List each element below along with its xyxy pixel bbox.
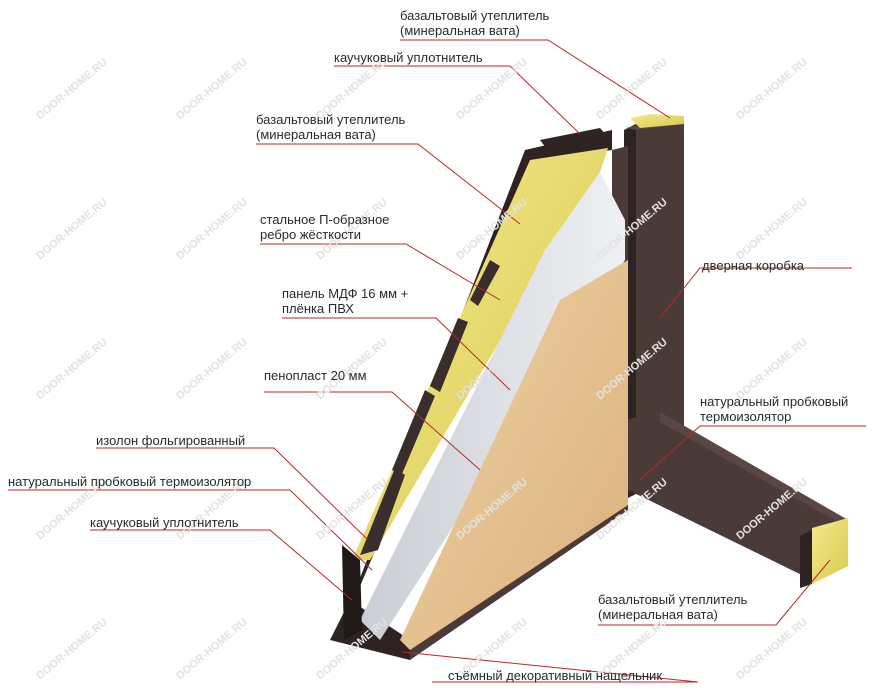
label-steel-rib: стальное П-образное ребро жёсткости	[260, 212, 389, 242]
label-trim: съёмный декоративный нащельник	[448, 668, 662, 683]
label-mdf-line1: панель МДФ 16 мм +	[282, 286, 409, 301]
label-cork-left: натуральный пробковый термоизолятор	[8, 474, 251, 489]
label-bottom-basalt-line1: базальтовый утеплитель	[598, 592, 748, 607]
label-rubber-left-text: каучуковый уплотнитель	[90, 515, 239, 530]
label-door-frame: дверная коробка	[702, 258, 804, 273]
label-foam: пенопласт 20 мм	[264, 368, 367, 383]
watermark-text: DOOR-HOME.RU	[734, 56, 810, 122]
label-top-basalt: базальтовый утеплитель (минеральная вата…	[400, 8, 549, 38]
watermark-text: DOOR-HOME.RU	[174, 56, 250, 122]
watermark-text: DOOR-HOME.RU	[174, 616, 250, 682]
label-cork-right-line2: термоизолятор	[700, 409, 792, 424]
label-top-basalt-line1: базальтовый утеплитель	[400, 8, 550, 23]
label-cork-left-text: натуральный пробковый термоизолятор	[8, 474, 252, 489]
label-izolon: изолон фольгированный	[96, 433, 245, 448]
label-cork-right-line1: натуральный пробковый	[700, 394, 849, 409]
label-izolon-text: изолон фольгированный	[96, 433, 246, 448]
watermark-text: DOOR-HOME.RU	[734, 196, 810, 262]
label-door-frame-text: дверная коробка	[702, 258, 805, 273]
label-top-basalt-line2: (минеральная вата)	[400, 23, 520, 38]
watermark-text: DOOR-HOME.RU	[734, 336, 810, 402]
leader-lines	[8, 39, 866, 683]
watermark-text: DOOR-HOME.RU	[174, 336, 250, 402]
label-top-rubber-seal: каучуковый уплотнитель	[334, 50, 483, 65]
label-trim-text: съёмный декоративный нащельник	[448, 668, 663, 683]
watermark-text: DOOR-HOME.RU	[594, 56, 670, 122]
label-foam-text: пенопласт 20 мм	[264, 368, 367, 383]
label-steel-rib-line2: ребро жёсткости	[260, 227, 361, 242]
watermark-text: DOOR-HOME.RU	[34, 616, 110, 682]
watermark-text: DOOR-HOME.RU	[734, 616, 810, 682]
label-bottom-basalt-line2: (минеральная вата)	[598, 607, 718, 622]
label-top-rubber-seal-text: каучуковый уплотнитель	[334, 50, 483, 65]
label-mdf-line2: плёнка ПВХ	[282, 301, 354, 316]
watermark-text: DOOR-HOME.RU	[34, 56, 110, 122]
label-mid-basalt-line1: базальтовый утеплитель	[256, 112, 406, 127]
watermark-text: DOOR-HOME.RU	[174, 196, 250, 262]
door-frame	[624, 114, 848, 588]
label-cork-right: натуральный пробковый термоизолятор	[700, 394, 848, 424]
label-mid-basalt: базальтовый утеплитель (минеральная вата…	[256, 112, 405, 142]
watermark-text: DOOR-HOME.RU	[34, 196, 110, 262]
label-mid-basalt-line2: (минеральная вата)	[256, 127, 376, 142]
label-bottom-basalt: базальтовый утеплитель (минеральная вата…	[598, 592, 747, 622]
label-steel-rib-line1: стальное П-образное	[260, 212, 390, 227]
label-mdf-panel: панель МДФ 16 мм + плёнка ПВХ	[282, 286, 408, 316]
watermark-layer: DOOR-HOME.RU DOOR-HOME.RU DOOR-HOME.RU D…	[34, 56, 810, 682]
watermark-text: DOOR-HOME.RU	[34, 336, 110, 402]
label-rubber-left: каучуковый уплотнитель	[90, 515, 239, 530]
door-leaf	[330, 128, 628, 660]
